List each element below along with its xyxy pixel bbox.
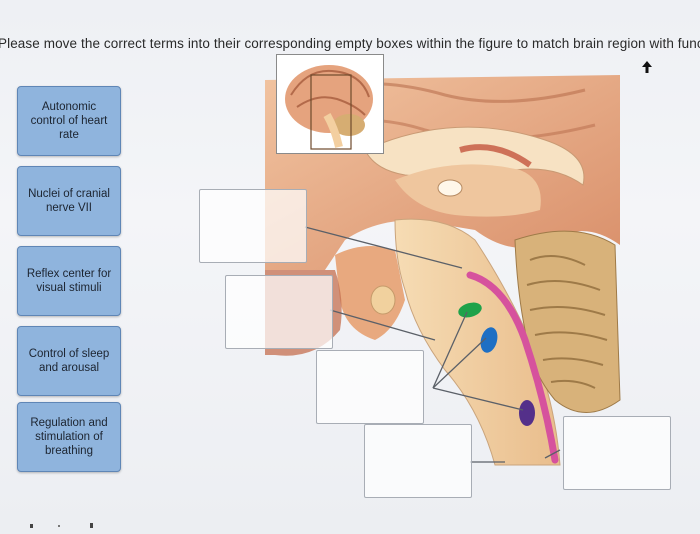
cursor-arrow-icon (642, 61, 652, 73)
decorative-marks (30, 523, 93, 528)
term-label: Regulation and stimulation of breathing (30, 417, 108, 457)
drop-box-5[interactable] (563, 416, 671, 490)
drop-box-3[interactable] (316, 350, 424, 424)
term-card-cranial-nerve-vii[interactable]: Nuclei of cranial nerve VII (17, 166, 121, 236)
drop-box-1[interactable] (199, 189, 307, 263)
instruction-text: Please move the correct terms into their… (0, 36, 700, 51)
marker-green (458, 302, 482, 318)
marker-purple (519, 400, 535, 426)
reticular-formation (466, 271, 559, 464)
term-card-sleep-arousal[interactable]: Control of sleep and arousal (17, 326, 121, 396)
drop-box-4[interactable] (364, 424, 472, 498)
term-label: Nuclei of cranial nerve VII (28, 188, 110, 214)
term-card-visual-reflex[interactable]: Reflex center for visual stimuli (17, 246, 121, 316)
term-card-breathing[interactable]: Regulation and stimulation of breathing (17, 402, 121, 472)
brainstem-region (394, 218, 561, 466)
marker-blue (480, 327, 498, 353)
inset-brain-icon (285, 65, 373, 150)
drop-box-2[interactable] (225, 275, 333, 349)
corpus-callosum (364, 126, 585, 186)
thalamus-region (395, 164, 541, 217)
term-label: Autonomic control of heart rate (30, 101, 108, 141)
term-label: Reflex center for visual stimuli (26, 268, 112, 294)
term-label: Control of sleep and arousal (28, 348, 110, 374)
cerebellum-region (514, 230, 621, 413)
term-card-autonomic-heart-rate[interactable]: Autonomic control of heart rate (17, 86, 121, 156)
inset-brain-thumbnail (276, 54, 384, 154)
